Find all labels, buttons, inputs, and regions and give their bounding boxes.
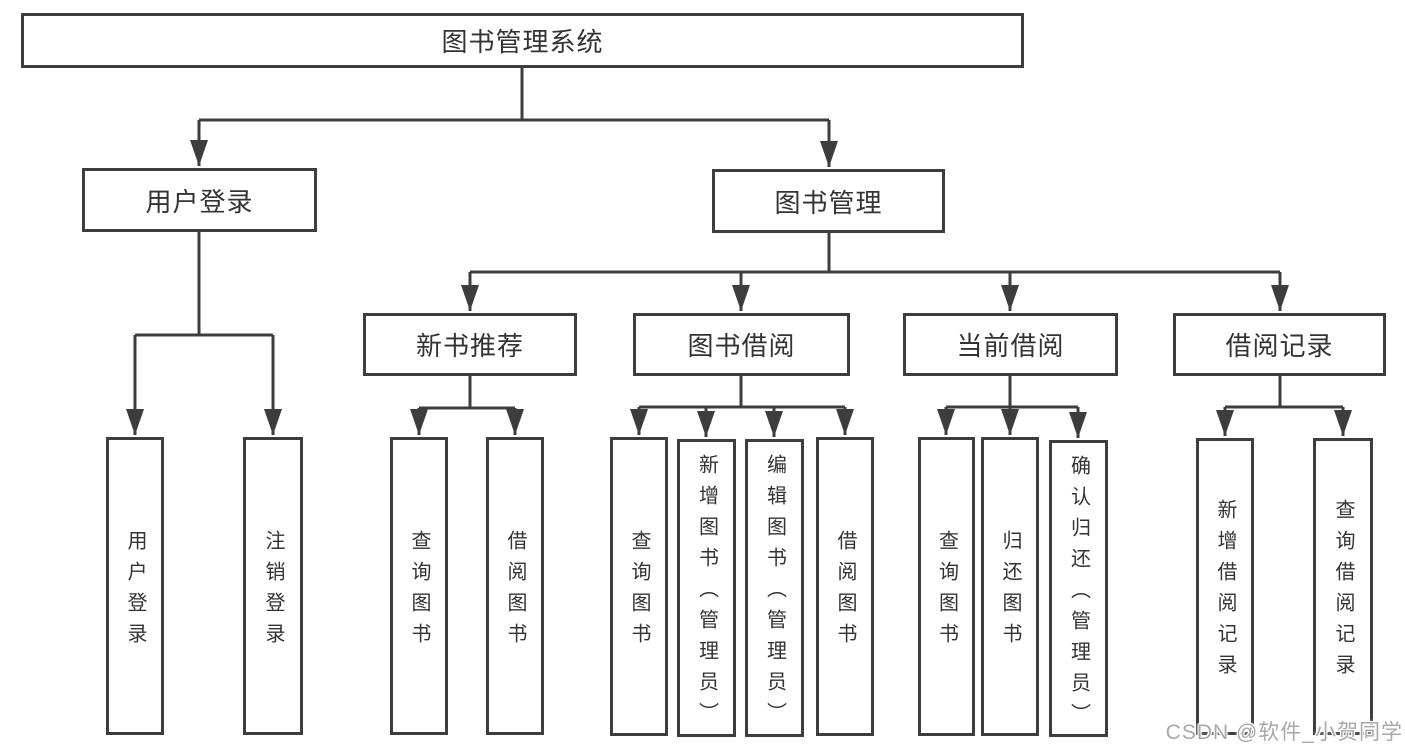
leaf-user-login-label: 用户登录 [124,529,146,654]
node-book-borrow: 图书借阅 [633,313,850,376]
leaf-query-borrow-record-label: 查询借阅记录 [1332,499,1354,685]
leaf-recommend-query-book-label: 查询图书 [408,529,430,654]
leaf-borrow-book: 借阅图书 [816,437,874,736]
node-book-management: 图书管理 [712,169,945,233]
leaf-confirm-return-admin: 确认归还（管理员） [1049,440,1108,737]
leaf-recommend-query-book: 查询图书 [390,437,448,735]
node-borrow-record: 借阅记录 [1173,313,1386,376]
node-book-management-label: 图书管理 [774,187,883,218]
leaf-confirm-return-admin-label: 确认归还（管理员） [1067,454,1090,734]
leaf-add-borrow-record-label: 新增借阅记录 [1214,499,1236,685]
leaf-query-borrow-record: 查询借阅记录 [1313,438,1373,735]
leaf-add-borrow-record: 新增借阅记录 [1196,438,1254,735]
leaf-current-query-book: 查询图书 [918,437,975,736]
node-user-login: 用户登录 [82,168,317,232]
node-current-borrow: 当前借阅 [903,313,1118,376]
leaf-borrow-query-book-label: 查询图书 [628,530,650,654]
leaf-current-query-book-label: 查询图书 [935,530,958,654]
leaf-return-book-label: 归还图书 [999,530,1021,654]
leaf-logout-label: 注销登录 [262,529,284,654]
leaf-borrow-book-label: 借阅图书 [834,530,856,654]
node-new-book-recommend-label: 新书推荐 [415,331,524,361]
leaf-borrow-query-book: 查询图书 [610,437,668,736]
node-library-management-system: 图书管理系统 [21,13,1024,68]
leaf-return-book: 归还图书 [981,437,1039,736]
node-library-management-system-label: 图书管理系统 [441,27,604,57]
leaf-edit-book-admin: 编辑图书（管理员） [745,439,804,737]
node-new-book-recommend: 新书推荐 [363,313,577,376]
node-borrow-record-label: 借阅记录 [1225,331,1334,361]
leaf-edit-book-admin-label: 编辑图书（管理员） [763,454,786,733]
leaf-recommend-borrow-book-label: 借阅图书 [504,529,526,654]
csdn-watermark: CSDN @软件_小贺同学 [1165,721,1403,744]
leaf-user-login: 用户登录 [106,437,164,735]
node-user-login-label: 用户登录 [145,186,254,217]
node-current-borrow-label: 当前借阅 [956,331,1065,361]
leaf-add-book-admin: 新增图书（管理员） [677,439,736,737]
leaf-recommend-borrow-book: 借阅图书 [486,437,544,735]
leaf-add-book-admin-label: 新增图书（管理员） [695,454,718,733]
node-book-borrow-label: 图书借阅 [687,331,796,361]
leaf-logout: 注销登录 [243,437,303,735]
